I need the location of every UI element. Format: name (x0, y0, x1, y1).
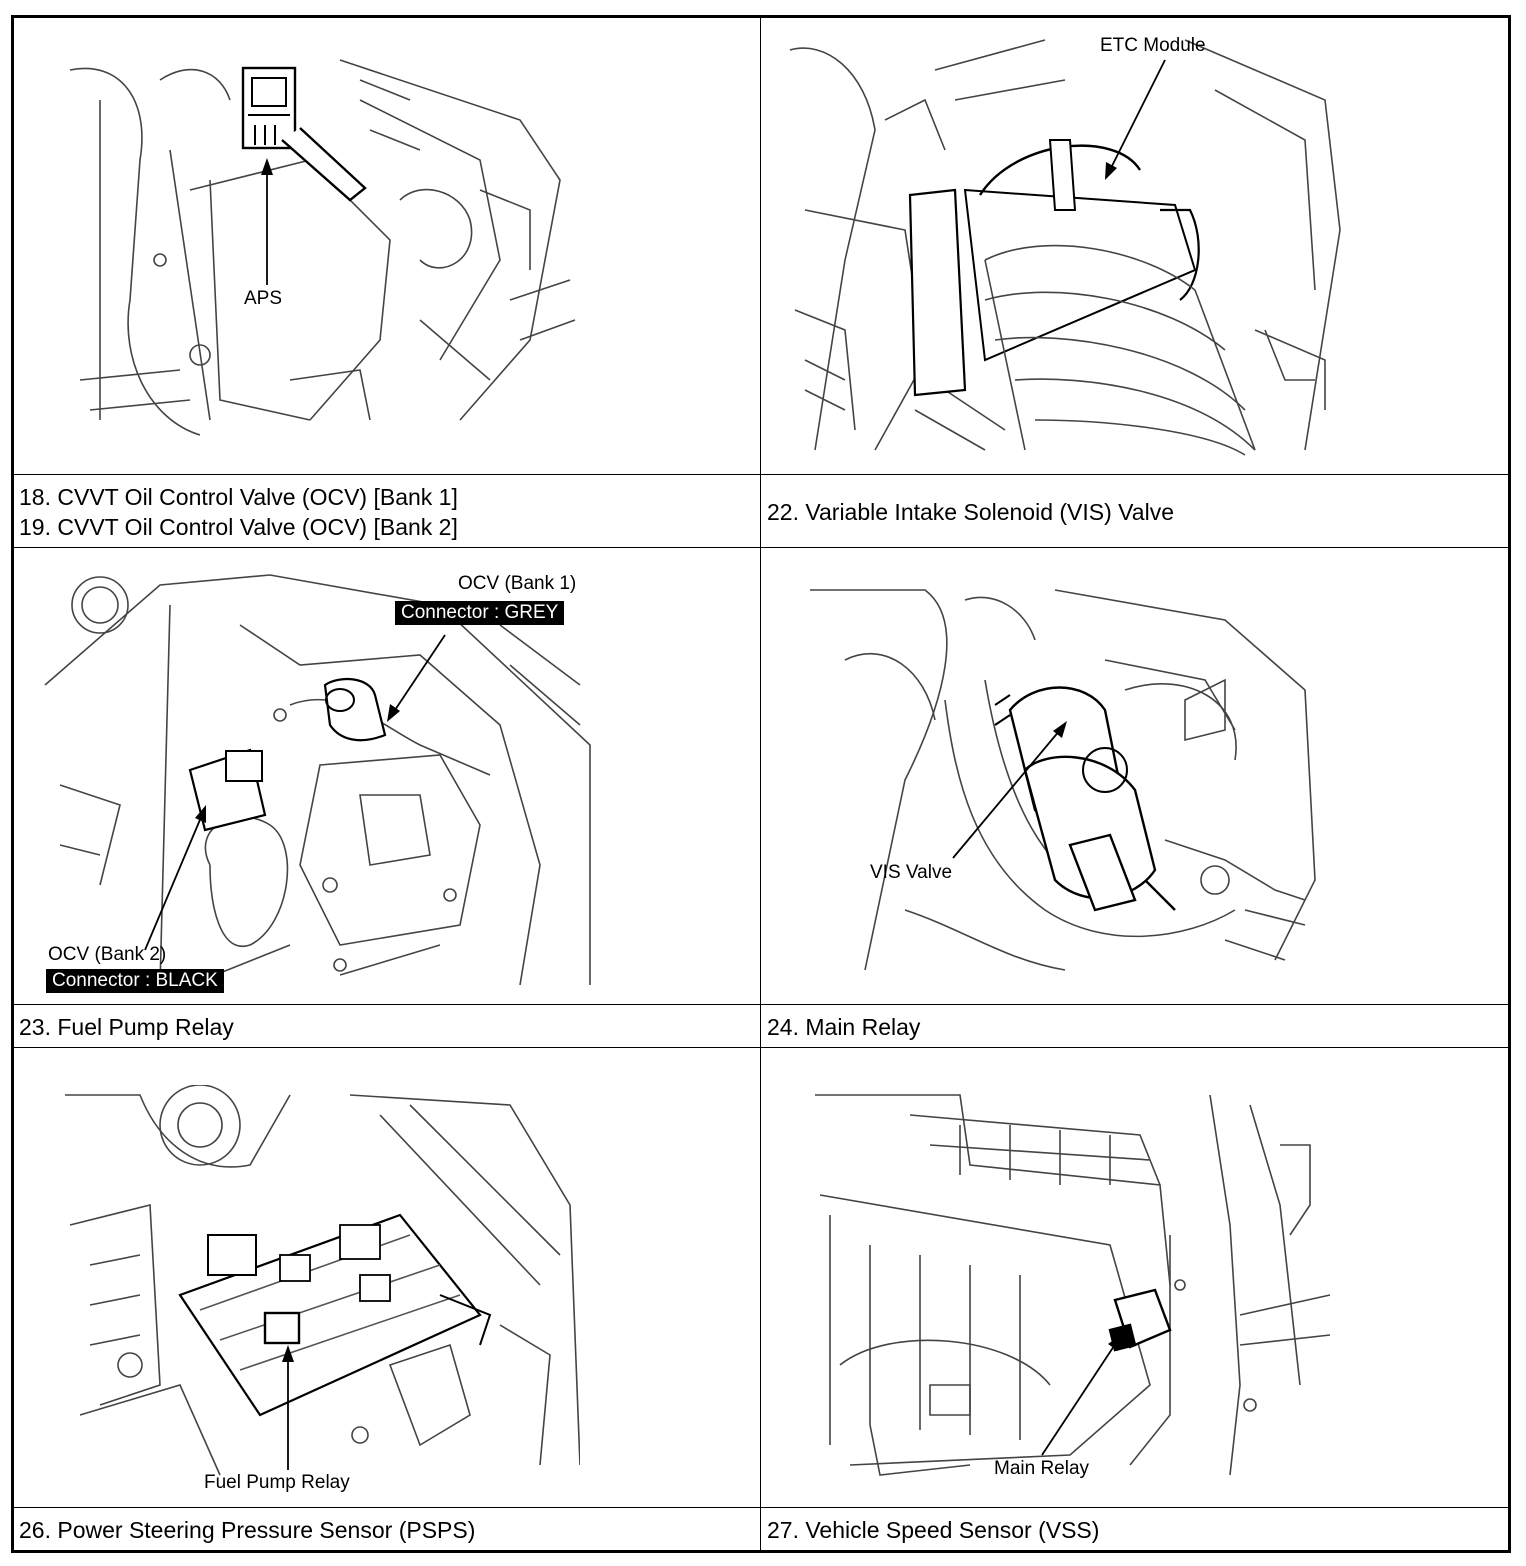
caption-24: 24. Main Relay (767, 1014, 921, 1040)
caption-23: 23. Fuel Pump Relay (19, 1014, 234, 1040)
vis-valve-callout: VIS Valve (870, 862, 953, 883)
ocv-illustration (40, 565, 595, 990)
row-divider (11, 474, 1511, 475)
main-relay-illustration (810, 1085, 1340, 1480)
ocv-bank1-label: OCV (Bank 1) (458, 573, 577, 594)
caption-27: 27. Vehicle Speed Sensor (VSS) (767, 1517, 1100, 1543)
ocv-bank1-connector-tag: Connector : GREY (395, 601, 565, 625)
fuel-pump-relay-illustration (60, 1085, 580, 1485)
caption-22: 22. Variable Intake Solenoid (VIS) Valve (767, 499, 1174, 525)
ocv-bank2-label: OCV (Bank 2) (48, 944, 167, 965)
row-divider (11, 547, 1511, 548)
fuel-pump-relay-callout: Fuel Pump Relay (204, 1472, 350, 1493)
aps-callout: APS (244, 288, 283, 309)
aps-illustration (60, 40, 580, 440)
vis-valve-illustration (805, 580, 1325, 975)
column-divider (760, 15, 761, 1553)
table-frame (11, 15, 1511, 1553)
caption-26: 26. Power Steering Pressure Sensor (PSPS… (19, 1517, 476, 1543)
main-relay-callout: Main Relay (994, 1458, 1090, 1479)
etc-module-callout: ETC Module (1100, 35, 1206, 56)
row-divider (11, 1004, 1511, 1005)
etc-module-illustration (785, 30, 1345, 460)
row-divider (11, 1047, 1511, 1048)
caption-19: 19. CVVT Oil Control Valve (OCV) [Bank 2… (19, 514, 458, 540)
row-divider (11, 1507, 1511, 1508)
caption-18: 18. CVVT Oil Control Valve (OCV) [Bank 1… (19, 484, 458, 510)
ocv-bank2-connector-tag: Connector : BLACK (46, 969, 224, 993)
